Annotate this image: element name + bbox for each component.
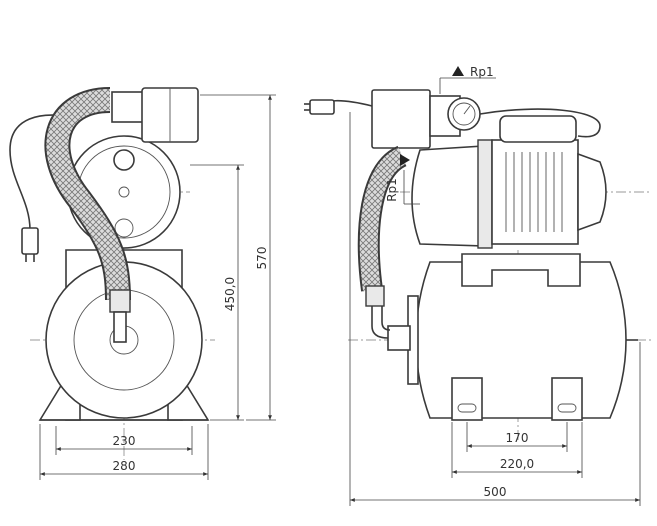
side-pump-housing xyxy=(411,145,487,247)
side-foot-slot-left xyxy=(457,403,477,413)
side-foot-left xyxy=(451,377,483,421)
side-motor xyxy=(491,139,579,245)
dim-tank-width: 230 xyxy=(113,434,136,448)
front-hose-braid xyxy=(46,89,129,301)
side-tank-connector xyxy=(387,325,411,351)
side-foot-right xyxy=(551,377,583,421)
dim-foot-outer: 220,0 xyxy=(500,457,534,471)
pressure-connection-label: Rp1 xyxy=(470,65,494,79)
pump-drain-plug xyxy=(114,218,134,238)
pump-center-hub xyxy=(118,186,130,198)
side-hose-fitting xyxy=(365,285,385,307)
side-pressure-switch xyxy=(371,89,431,149)
side-hose-braid xyxy=(359,147,407,292)
dim-base-width: 280 xyxy=(113,459,136,473)
dim-outlet-height: 450,0 xyxy=(223,277,237,311)
front-hose-pipe xyxy=(113,311,127,343)
front-view xyxy=(9,87,215,460)
side-dimensions: Rp1 Rp1 170 220,0 500 xyxy=(349,65,641,506)
side-terminal-box xyxy=(499,115,577,143)
dim-total-length: 500 xyxy=(484,485,507,499)
side-motor-fan-cover xyxy=(577,152,607,232)
pump-fill-plug xyxy=(113,149,135,171)
plug-front xyxy=(21,227,39,255)
dim-total-height: 570 xyxy=(255,247,269,270)
dim-foot-spacing: 170 xyxy=(506,431,529,445)
side-pump-flange xyxy=(477,139,493,249)
pressure-gauge-needle xyxy=(463,105,471,115)
power-cable-front xyxy=(9,114,77,231)
front-hose-fitting xyxy=(109,289,131,313)
side-foot-slot-right xyxy=(557,403,577,413)
front-dimensions: 230 280 450,0 570 xyxy=(39,94,276,480)
pressure-connection-arrow xyxy=(452,66,464,76)
suction-connection-arrow xyxy=(400,154,410,166)
pressure-gauge-dial xyxy=(452,102,476,126)
suction-connection-label: Rp1 xyxy=(385,178,399,202)
plug-side xyxy=(309,99,335,115)
side-tank-saddle xyxy=(461,253,581,287)
front-fitting xyxy=(111,91,145,123)
side-hose-elbow xyxy=(371,306,389,339)
motor-cable-side xyxy=(479,108,601,138)
side-tank xyxy=(415,261,627,419)
side-view xyxy=(304,89,652,440)
